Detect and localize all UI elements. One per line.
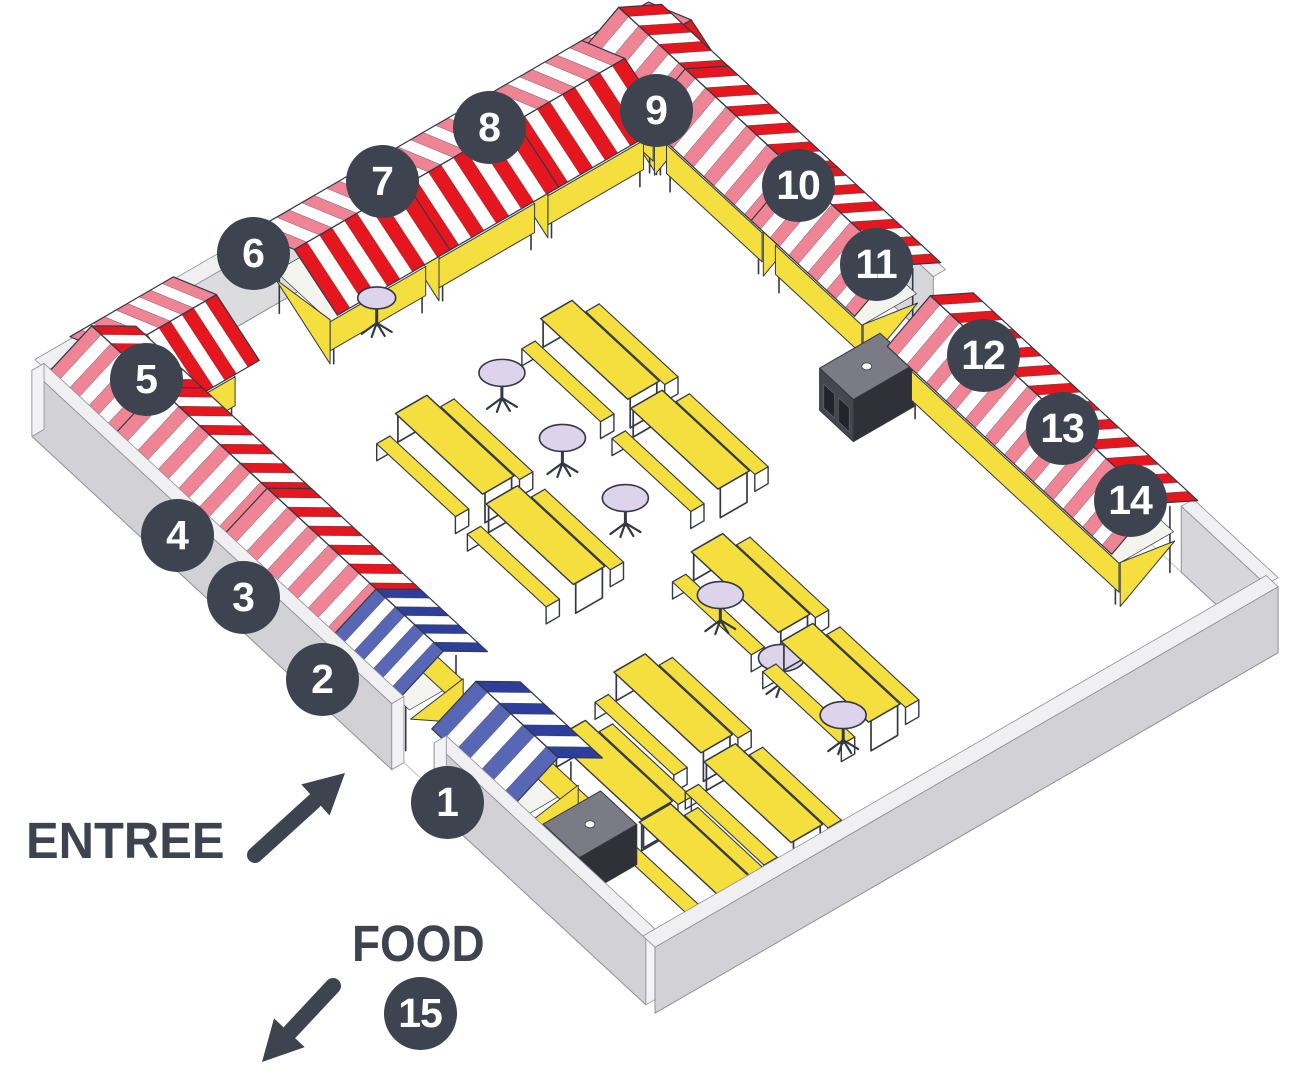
stall-marker-14: 14: [1093, 463, 1167, 537]
stall-marker-2: 2: [285, 642, 359, 716]
stall-marker-12: 12: [946, 318, 1020, 392]
stall-marker-9: 9: [619, 73, 693, 147]
stall-marker-3: 3: [206, 560, 280, 634]
stall-marker-6: 6: [216, 216, 290, 290]
entree-label: ENTREE: [26, 812, 225, 869]
furniture: [356, 286, 920, 943]
stall-marker-7: 7: [345, 144, 419, 218]
stall-marker-4: 4: [140, 498, 214, 572]
stall-marker-10: 10: [761, 148, 835, 222]
food-arrow: [262, 978, 341, 1062]
entree-arrow: [247, 773, 345, 863]
stall-3: [222, 487, 425, 693]
stall-marker-11: 11: [839, 227, 913, 301]
stall-marker-5: 5: [109, 342, 183, 416]
stall-marker-8: 8: [452, 90, 526, 164]
stall-marker-15: 15: [383, 976, 457, 1050]
stall-4: [113, 386, 316, 592]
stall-marker-13: 13: [1025, 391, 1099, 465]
food-label: FOOD: [352, 915, 485, 972]
stall-marker-1: 1: [410, 765, 484, 839]
